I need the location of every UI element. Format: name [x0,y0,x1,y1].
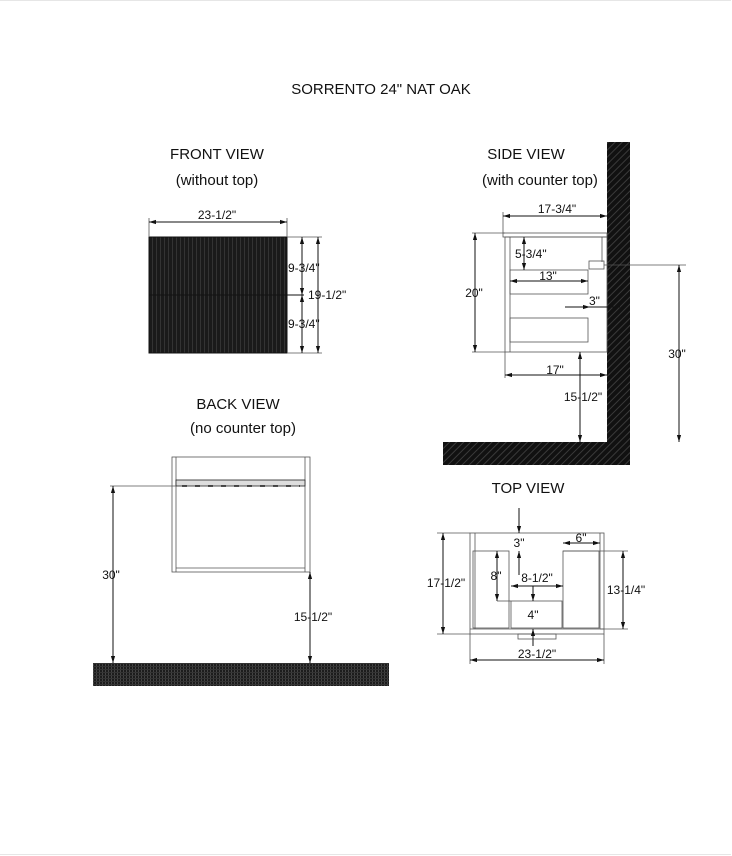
side-plumbing-dim: 3" [589,294,600,308]
side-height-dim: 20" [465,286,483,300]
top-front-gap-dim: 4" [528,608,539,622]
side-depth-top-dim: 17-3/4" [538,202,576,216]
top-notch-width-dim: 8-1/2" [521,571,553,585]
back-mount-height-dim: 30" [102,568,120,582]
front-view-subheading: (without top) [176,172,259,189]
front-drawer-top-dim: 9-3/4" [288,261,320,275]
back-cabinet [171,456,311,573]
top-side-width-dim: 6" [576,531,587,545]
side-depth-dim: 17" [546,363,564,377]
side-cabinet [504,236,608,353]
side-view-subheading: (with counter top) [482,172,598,189]
back-view: BACK VIEW (no counter top) 30" 15-1/2" [93,396,389,686]
front-width-dim: 23-1/2" [198,208,236,222]
side-drawer-depth-dim: 13" [539,269,557,283]
side-mount-height-dim: 30" [668,347,686,361]
mounting-bracket [588,260,605,270]
top-inner-depth-dim: 13-1/4" [607,583,645,597]
top-width-dim: 23-1/2" [518,647,556,661]
top-back-gap-dim: 3" [514,536,525,550]
side-drawer-offset-dim: 5-3/4" [515,247,547,261]
front-view: FRONT VIEW (without top) 23-1/2" 9-3/4" … [148,146,346,354]
top-view-heading: TOP VIEW [492,480,566,497]
back-view-subheading: (no counter top) [190,420,296,437]
drawer-lower [509,317,589,343]
top-view: TOP VIEW 3" 6" 17-1/2" 8" 8-1/2" 4" 13-1… [427,480,645,664]
drawing-title: SORRENTO 24" NAT OAK [291,81,471,98]
floor [443,442,630,465]
back-floor-clearance-dim: 15-1/2" [294,610,332,624]
back-floor [93,663,389,686]
top-depth-dim: 17-1/2" [427,576,465,590]
back-view-heading: BACK VIEW [196,396,280,413]
countertop [502,232,608,238]
front-height-dim: 19-1/2" [308,288,346,302]
mounting-rail [175,479,306,487]
side-floor-clearance-dim: 15-1/2" [564,390,602,404]
side-view-heading: SIDE VIEW [487,146,565,163]
top-notch-depth-dim: 8" [491,569,502,583]
front-drawer-bottom-dim: 9-3/4" [288,317,320,331]
wall [607,142,630,465]
front-view-heading: FRONT VIEW [170,146,265,163]
side-view: SIDE VIEW (with counter top) 17-3/4" 20"… [443,142,686,465]
